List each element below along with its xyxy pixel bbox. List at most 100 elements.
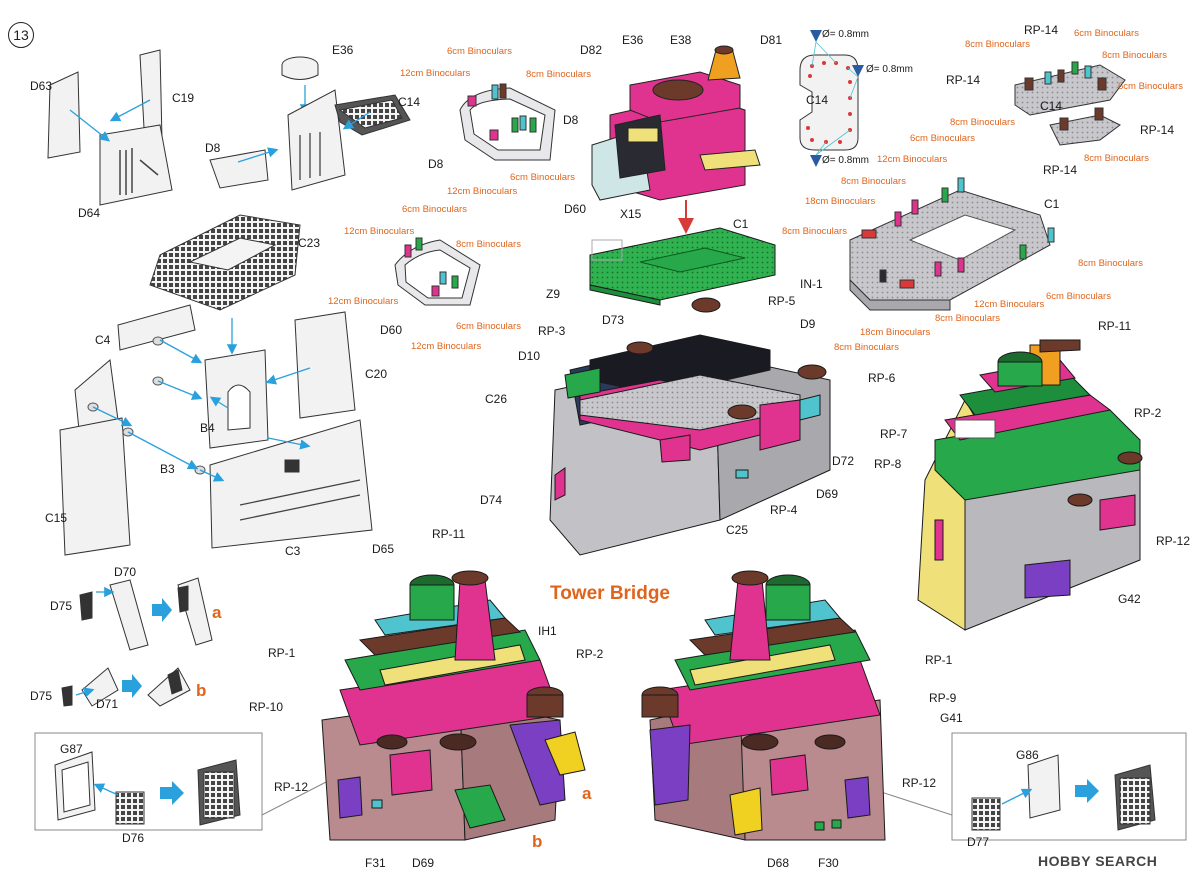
part-label: F30 bbox=[818, 856, 839, 870]
part-label: D71 bbox=[96, 697, 119, 711]
binocular-label: 18cm Binoculars bbox=[860, 327, 931, 338]
binocular-label: 12cm Binoculars bbox=[974, 299, 1045, 310]
binocular-label: 8cm Binoculars bbox=[1102, 50, 1167, 61]
assembly-c14 bbox=[209, 56, 411, 191]
binocular-label: 6cm Binoculars bbox=[447, 46, 512, 57]
part-label: C3 bbox=[285, 544, 301, 558]
part-label: X15 bbox=[620, 207, 642, 221]
binocular-label: 6cm Binoculars bbox=[1118, 81, 1183, 92]
binocular-label: 12cm Binoculars bbox=[877, 154, 948, 165]
part-label: C26 bbox=[485, 392, 508, 406]
assembly-c3 bbox=[59, 304, 373, 556]
part-label: D10 bbox=[518, 349, 541, 363]
part-label: RP-12 bbox=[1156, 534, 1191, 548]
part-label: D60 bbox=[564, 202, 587, 216]
page-title: Tower Bridge bbox=[550, 583, 670, 604]
binocular-label: 8cm Binoculars bbox=[950, 117, 1015, 128]
tower-right-detail bbox=[917, 339, 1143, 631]
part-label: D63 bbox=[30, 79, 53, 93]
part-label: G86 bbox=[1016, 748, 1039, 762]
part-label: RP-3 bbox=[538, 324, 566, 338]
tower-bottom-left bbox=[321, 570, 586, 841]
drill-template-c14 bbox=[799, 30, 864, 167]
part-label: D69 bbox=[816, 487, 839, 501]
binocular-label: 12cm Binoculars bbox=[411, 341, 482, 352]
main-block bbox=[549, 297, 831, 556]
part-label: D68 bbox=[767, 856, 790, 870]
variant-letter: a bbox=[212, 603, 222, 622]
part-label: Z9 bbox=[546, 287, 561, 301]
binocular-label: 8cm Binoculars bbox=[1078, 258, 1143, 269]
part-label: RP-14 bbox=[1140, 123, 1175, 137]
tower-bottom-right bbox=[641, 570, 886, 841]
part-label: D76 bbox=[122, 831, 145, 845]
binocular-label: 8cm Binoculars bbox=[1084, 153, 1149, 164]
part-label: D81 bbox=[760, 33, 783, 47]
part-label: D69 bbox=[412, 856, 435, 870]
inset-g87 bbox=[34, 732, 331, 831]
binocular-label: 18cm Binoculars bbox=[805, 196, 876, 207]
part-label: D75 bbox=[50, 599, 73, 613]
part-label: D64 bbox=[78, 206, 101, 220]
part-label: RP-4 bbox=[770, 503, 798, 517]
upper-tower bbox=[591, 45, 761, 234]
part-label: RP-2 bbox=[576, 647, 604, 661]
part-label: G42 bbox=[1118, 592, 1141, 606]
binocular-label: 6cm Binoculars bbox=[510, 172, 575, 183]
part-label: E36 bbox=[622, 33, 644, 47]
part-label: RP-7 bbox=[880, 427, 908, 441]
part-label: IN-1 bbox=[800, 277, 823, 291]
binocular-label: 6cm Binoculars bbox=[402, 204, 467, 215]
part-label: C20 bbox=[365, 367, 388, 381]
part-label: IH1 bbox=[538, 624, 557, 638]
part-label: D72 bbox=[832, 454, 855, 468]
binocular-label: 8cm Binoculars bbox=[782, 226, 847, 237]
part-label: RP-11 bbox=[432, 527, 466, 541]
binocular-label: 6cm Binoculars bbox=[1046, 291, 1111, 302]
part-label: RP-1 bbox=[925, 653, 953, 667]
parts-d70-d71 bbox=[61, 577, 213, 707]
part-label: D74 bbox=[480, 493, 503, 507]
part-label: RP-11 bbox=[1098, 319, 1132, 333]
part-label: C1 bbox=[1044, 197, 1060, 211]
part-label: B4 bbox=[200, 421, 215, 435]
binocular-label: 12cm Binoculars bbox=[328, 296, 399, 307]
part-label: D9 bbox=[800, 317, 816, 331]
part-label: E36 bbox=[332, 43, 354, 57]
part-label: D77 bbox=[967, 835, 990, 849]
binocular-label: 8cm Binoculars bbox=[834, 342, 899, 353]
binocular-label: 6cm Binoculars bbox=[910, 133, 975, 144]
part-label: D82 bbox=[580, 43, 603, 57]
part-label: D8 bbox=[428, 157, 444, 171]
part-label: C14 bbox=[806, 93, 829, 107]
deck-c1-green bbox=[589, 227, 776, 306]
binocular-label: 6cm Binoculars bbox=[1074, 28, 1139, 39]
part-label: G87 bbox=[60, 742, 83, 756]
binocular-label: 8cm Binoculars bbox=[526, 69, 591, 80]
part-label: D70 bbox=[114, 565, 137, 579]
part-label: RP-9 bbox=[929, 691, 957, 705]
part-label: D8 bbox=[205, 141, 221, 155]
variant-letter: b bbox=[196, 681, 207, 700]
deck-d8-binoculars bbox=[459, 83, 556, 161]
binocular-label: 12cm Binoculars bbox=[344, 226, 415, 237]
deck-c14-binoculars bbox=[1014, 61, 1126, 146]
part-label: RP-14 bbox=[946, 73, 981, 87]
inset-g86 bbox=[874, 732, 1187, 841]
part-label: B3 bbox=[160, 462, 175, 476]
part-label: RP-1 bbox=[268, 646, 296, 660]
part-label: RP-12 bbox=[274, 780, 309, 794]
part-label: E38 bbox=[670, 33, 692, 47]
thickness-label: Ø= 0.8mm bbox=[822, 155, 869, 166]
deck-c1-binoculars bbox=[849, 177, 1055, 311]
deck-d60-binoculars bbox=[394, 237, 481, 306]
part-label: RP-12 bbox=[902, 776, 937, 790]
part-label: G41 bbox=[940, 711, 963, 725]
part-label: D75 bbox=[30, 689, 53, 703]
part-label: RP-6 bbox=[868, 371, 896, 385]
binocular-label: 8cm Binoculars bbox=[456, 239, 521, 250]
part-label: C15 bbox=[45, 511, 68, 525]
part-c23 bbox=[149, 214, 301, 355]
thickness-label: Ø= 0.8mm bbox=[822, 29, 869, 40]
